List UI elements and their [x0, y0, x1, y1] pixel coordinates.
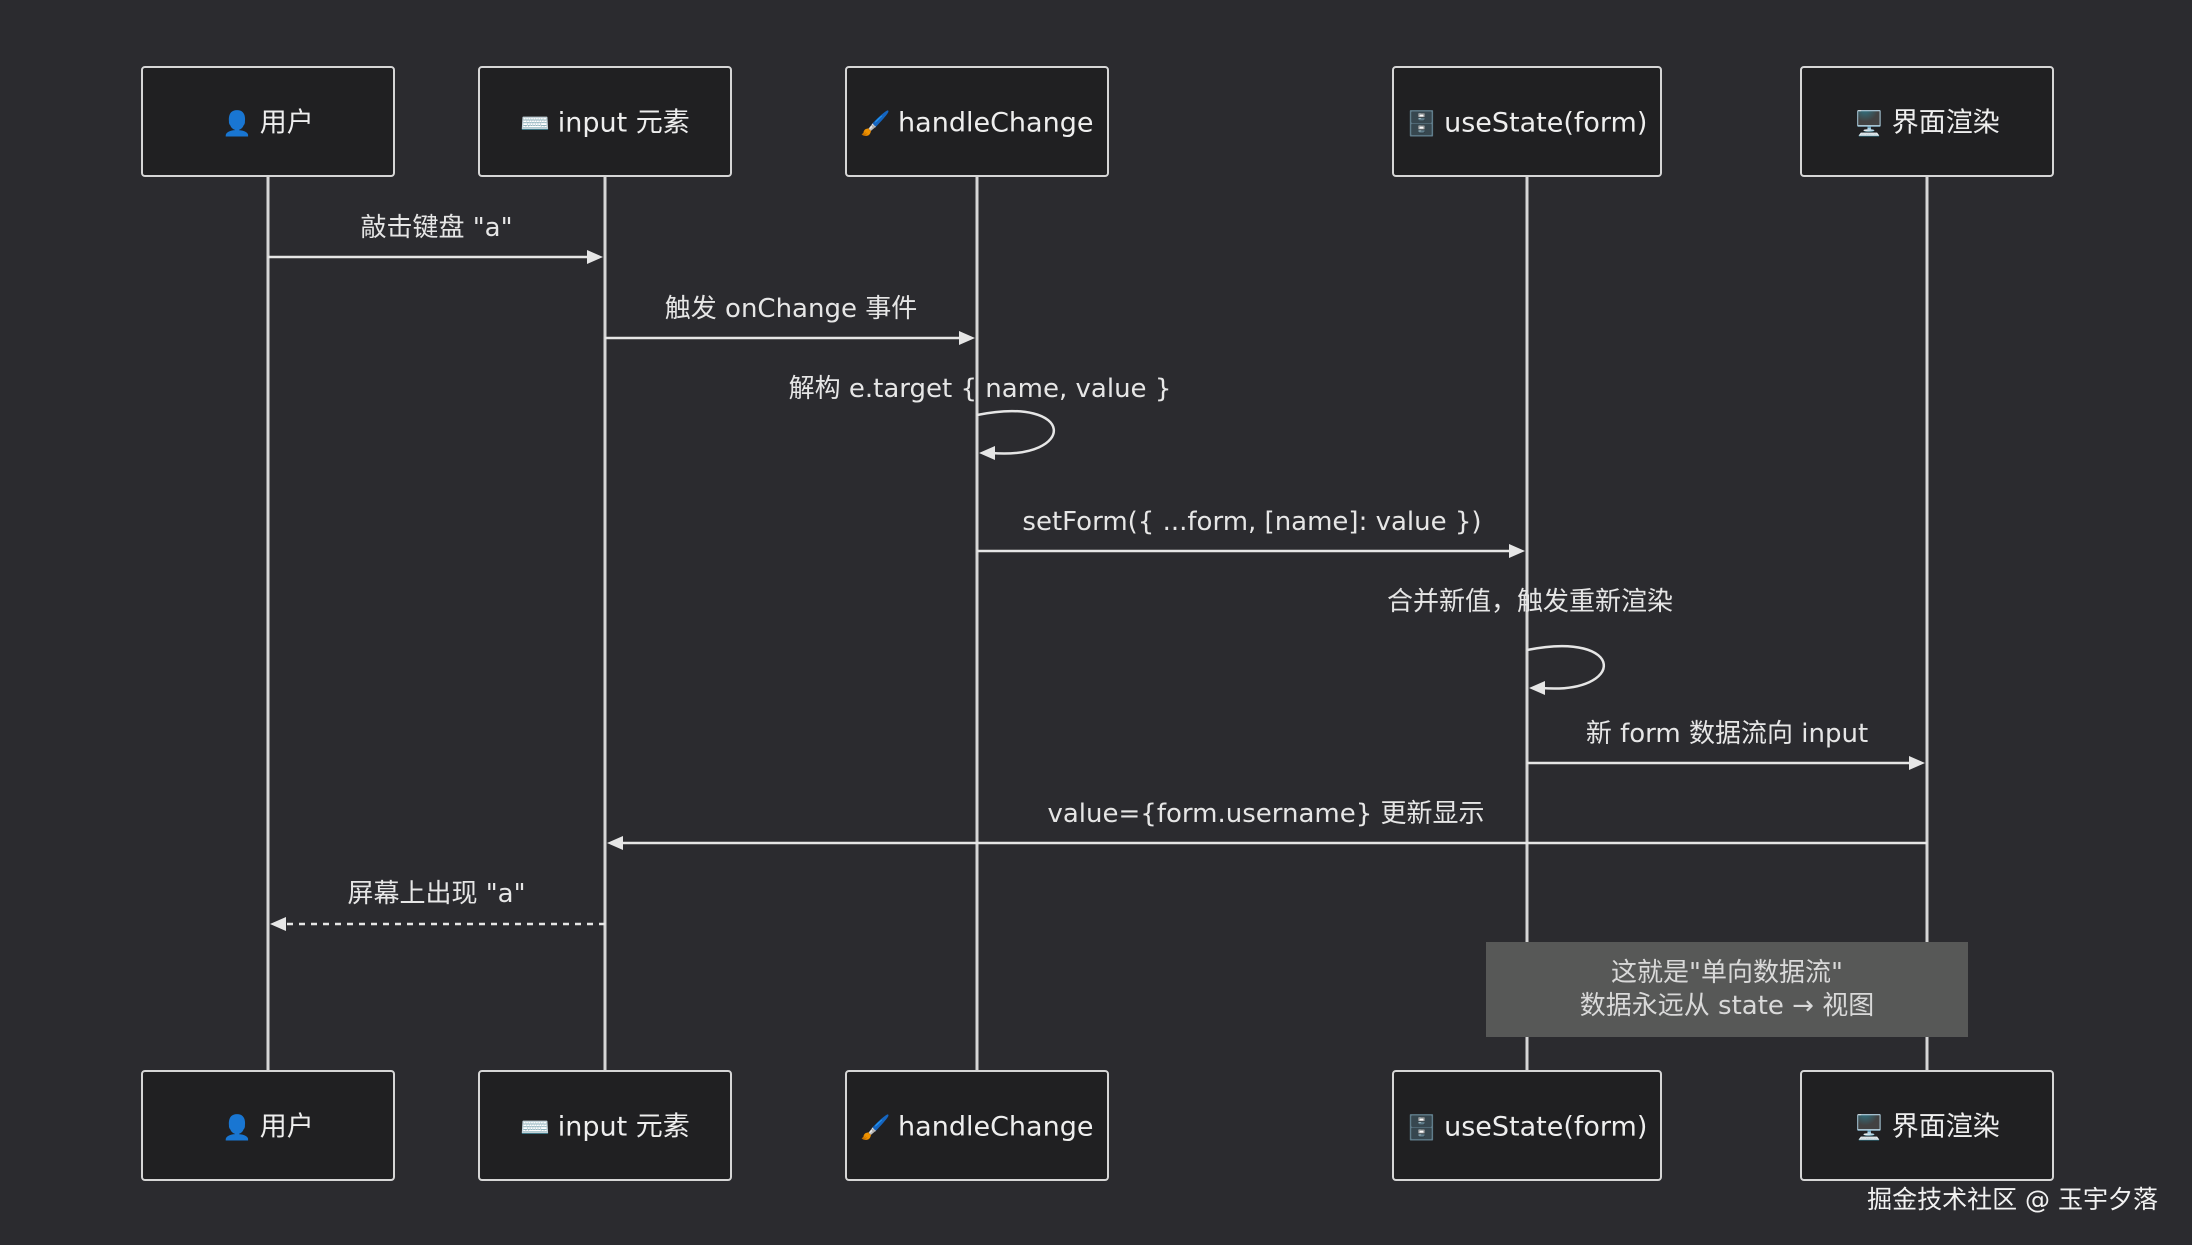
participant-name: 用户: [260, 108, 314, 139]
watermark-text: 掘金技术社区 @ 玉宇夕落: [1867, 1185, 2158, 1214]
actors: 👤 用户👤 用户⌨️ input 元素⌨️ input 元素🖌️ handleC…: [141, 66, 2054, 1181]
participant-box: [845, 66, 1109, 177]
message-3: 解构 e.target { name, value }: [789, 374, 1172, 460]
participant-box: [141, 1070, 395, 1181]
participant-label: 🖌️ handleChange: [861, 108, 1094, 139]
message-5: 合并新值，触发重新渲染: [1387, 587, 1673, 695]
arrow-head: [979, 446, 995, 460]
message-label: 合并新值，触发重新渲染: [1387, 587, 1673, 617]
participant-label: ⌨️ input 元素: [520, 108, 690, 139]
arrow-head: [1509, 544, 1525, 558]
participant-label: 👤 用户: [222, 108, 314, 139]
person-icon: 👤: [222, 110, 260, 138]
participant-label: ⌨️ input 元素: [520, 1112, 690, 1143]
participant-state-bottom: 🗄️ useState(form): [1392, 1070, 1662, 1181]
participant-name: input 元素: [558, 108, 690, 139]
participant-label: 🖥️ 界面渲染: [1854, 1112, 2000, 1143]
message-label: 触发 onChange 事件: [665, 294, 917, 324]
message-2: 触发 onChange 事件: [605, 294, 975, 345]
arrow-head: [270, 917, 286, 931]
message-6: 新 form 数据流向 input: [1527, 719, 1925, 770]
participant-name: 界面渲染: [1892, 1112, 2000, 1143]
note: 这就是"单向数据流"数据永远从 state → 视图: [1486, 942, 1968, 1037]
self-message-loop: [976, 409, 1055, 455]
participant-name: useState(form): [1444, 1112, 1647, 1143]
arrow-head: [959, 331, 975, 345]
participant-render-top: 🖥️ 界面渲染: [1800, 66, 2054, 177]
note-line: 这就是"单向数据流": [1611, 958, 1843, 988]
participant-name: 用户: [260, 1112, 314, 1143]
monitor-icon: 🖥️: [1854, 1114, 1892, 1142]
participant-label: 🗄️ useState(form): [1407, 1112, 1648, 1143]
message-7: value={form.username} 更新显示: [607, 799, 1927, 850]
participant-label: 🖥️ 界面渲染: [1854, 108, 2000, 139]
participant-name: input 元素: [558, 1112, 690, 1143]
arrow-head: [587, 250, 603, 264]
arrow-head: [1909, 756, 1925, 770]
participant-box: [141, 66, 395, 177]
participant-box: [478, 1070, 732, 1181]
participant-name: 界面渲染: [1892, 108, 2000, 139]
message-label: setForm({ ...form, [name]: value }): [1022, 507, 1481, 537]
message-label: value={form.username} 更新显示: [1047, 799, 1484, 829]
participant-box: [478, 66, 732, 177]
cabinet-icon: 🗄️: [1407, 1114, 1445, 1142]
arrow-head: [607, 836, 623, 850]
participant-handler-bottom: 🖌️ handleChange: [845, 1070, 1109, 1181]
participant-input-bottom: ⌨️ input 元素: [478, 1070, 732, 1181]
message-1: 敲击键盘 "a": [268, 213, 603, 264]
person-icon: 👤: [222, 1114, 260, 1142]
participant-name: handleChange: [898, 1112, 1093, 1143]
participant-label: 🗄️ useState(form): [1407, 108, 1648, 139]
participant-input-top: ⌨️ input 元素: [478, 66, 732, 177]
participant-box: [1392, 66, 1662, 177]
self-message-loop: [1526, 644, 1605, 690]
participant-state-top: 🗄️ useState(form): [1392, 66, 1662, 177]
participant-user-top: 👤 用户: [141, 66, 395, 177]
participant-handler-top: 🖌️ handleChange: [845, 66, 1109, 177]
message-8: 屏幕上出现 "a": [270, 879, 605, 931]
note-layer: 这就是"单向数据流"数据永远从 state → 视图: [1486, 942, 1968, 1037]
brush-icon: 🖌️: [861, 110, 899, 138]
brush-icon: 🖌️: [861, 1114, 899, 1142]
participant-render-bottom: 🖥️ 界面渲染: [1800, 1070, 2054, 1181]
participant-box: [1800, 66, 2054, 177]
participant-box: [1392, 1070, 1662, 1181]
message-label: 敲击键盘 "a": [360, 213, 512, 243]
participant-label: 👤 用户: [222, 1112, 314, 1143]
note-line: 数据永远从 state → 视图: [1580, 991, 1874, 1021]
participant-name: useState(form): [1444, 108, 1647, 139]
participant-user-bottom: 👤 用户: [141, 1070, 395, 1181]
message-label: 新 form 数据流向 input: [1586, 719, 1868, 749]
arrow-head: [1529, 681, 1545, 695]
lifelines: [266, 176, 1929, 1071]
note-box: [1486, 942, 1968, 1037]
participant-label: 🖌️ handleChange: [861, 1112, 1094, 1143]
participant-box: [845, 1070, 1109, 1181]
participant-name: handleChange: [898, 108, 1093, 139]
keyboard-icon: ⌨️: [520, 110, 558, 138]
participant-box: [1800, 1070, 2054, 1181]
monitor-icon: 🖥️: [1854, 110, 1892, 138]
message-label: 解构 e.target { name, value }: [789, 374, 1172, 404]
message-label: 屏幕上出现 "a": [347, 879, 525, 909]
message-4: setForm({ ...form, [name]: value }): [977, 507, 1525, 558]
keyboard-icon: ⌨️: [520, 1114, 558, 1142]
cabinet-icon: 🗄️: [1407, 110, 1445, 138]
